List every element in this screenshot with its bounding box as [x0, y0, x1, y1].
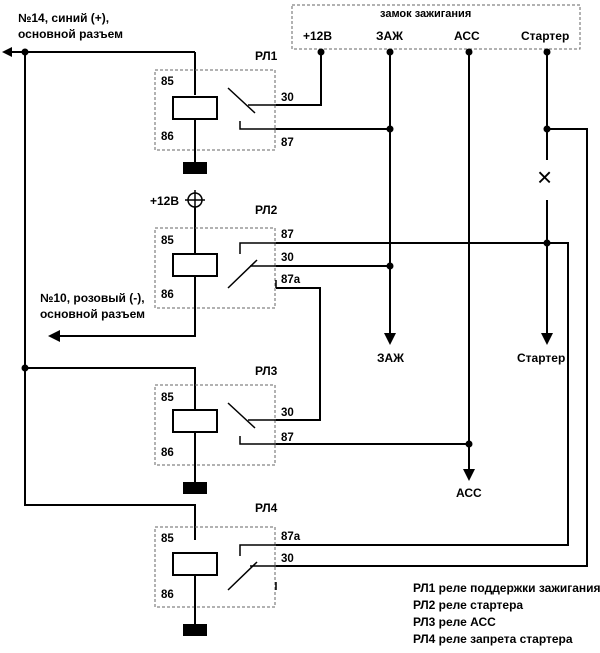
- relay-1-name: РЛ1: [255, 49, 278, 63]
- relay-2-pin-87: 87: [281, 229, 294, 241]
- relay-4-pin-86: 86: [161, 589, 174, 601]
- relay-3-contact-87: [239, 436, 276, 445]
- switch-terminal-12v: +12В: [303, 29, 332, 43]
- relay-2-pin-30: 30: [281, 252, 294, 264]
- legend-item: РЛ3 реле АСС: [413, 615, 496, 629]
- relay-1-pin-30: 30: [281, 92, 294, 104]
- output-zazh: ЗАЖ: [377, 351, 404, 365]
- relay-3-box: [154, 384, 276, 466]
- arrow-down-icon: [384, 333, 396, 345]
- legend-item: РЛ1 реле поддержки зажигания: [413, 581, 600, 595]
- relay-1-switch: [227, 87, 256, 114]
- relay-4-name: РЛ4: [255, 501, 278, 515]
- relay-3-pin-30: 30: [281, 407, 294, 419]
- relay-3-switch: [227, 402, 256, 429]
- arrow-down-icon: [541, 333, 553, 345]
- relay-1-box: [154, 69, 276, 151]
- switch-terminal-acc: АСС: [454, 29, 480, 43]
- junction-dot: [386, 48, 394, 56]
- relay-2-pin-86: 86: [161, 289, 174, 301]
- junction-dot: [465, 48, 473, 56]
- connector-14-line1: №14, синий (+),: [18, 11, 109, 25]
- junction-dot: [465, 440, 473, 448]
- relay-2-box: [154, 227, 276, 309]
- ignition-switch-box: [291, 4, 581, 50]
- ground-icon: [183, 482, 207, 494]
- connector-14-line2: основной разъем: [18, 27, 123, 41]
- relay-3-name: РЛ3: [255, 364, 278, 378]
- relay-4-box: [154, 526, 276, 608]
- relay-2-coil: [172, 253, 218, 277]
- arrow-down-icon: [463, 469, 475, 481]
- relay-3-pin-85: 85: [161, 392, 174, 404]
- relay-1-contact-87: [239, 121, 276, 130]
- ground-icon: [183, 624, 207, 636]
- junction-dot: [21, 48, 29, 56]
- output-acc: АСС: [456, 486, 482, 500]
- junction-dot: [386, 262, 394, 270]
- relay-1-pin-85: 85: [161, 76, 174, 88]
- relay-3-pin-86: 86: [161, 447, 174, 459]
- power-terminal-cross: [185, 190, 205, 210]
- relay-2-coil-lead: [60, 276, 196, 337]
- relay-2-contact-87: [239, 242, 276, 254]
- relay-2-name: РЛ2: [255, 203, 278, 217]
- relay-1-coil: [172, 96, 218, 120]
- rl2-87a-wire: [276, 287, 321, 421]
- arrow-left-icon: [48, 330, 60, 342]
- relay-4-pin-87a: 87a: [281, 531, 301, 543]
- junction-dot: [543, 239, 551, 247]
- power-label: +12В: [150, 194, 179, 208]
- relay-4-coil: [172, 552, 218, 576]
- positive-bus-wire: [4, 51, 196, 540]
- junction-dot: [21, 364, 29, 372]
- ground-icon: [183, 162, 207, 174]
- relay-4-pin-85: 85: [161, 533, 174, 545]
- ignition-switch-title: замок зажигания: [380, 8, 471, 20]
- connector-10-line1: №10, розовый (-),: [40, 291, 145, 305]
- relay-1-pin-87: 87: [281, 137, 294, 149]
- relay-3-pin-87: 87: [281, 432, 294, 444]
- relay-4-contact-87a: [239, 544, 276, 556]
- junction-dot: [543, 48, 551, 56]
- switch-terminal-zazh: ЗАЖ: [376, 29, 403, 43]
- output-starter: Стартер: [517, 351, 565, 365]
- relay-2-pin-87a: 87a: [281, 274, 301, 286]
- switch-terminal-starter: Стартер: [521, 29, 569, 43]
- plus12-wire: [276, 49, 322, 106]
- legend-item: РЛ2 реле стартера: [413, 598, 523, 612]
- junction-dot: [317, 48, 325, 56]
- relay-3-coil: [172, 409, 218, 433]
- arrow-left-icon: [2, 47, 12, 57]
- relay-2-switch: [227, 259, 258, 289]
- legend-item: РЛ4 реле запрета стартера: [413, 632, 573, 646]
- starter-to-rl4-wire: [276, 128, 588, 567]
- relay-4-pin-30: 30: [281, 553, 294, 565]
- rl2-87-wire: [276, 242, 569, 546]
- connector-10-line2: основной разъем: [40, 307, 145, 321]
- break-mark-icon: ×: [537, 162, 552, 192]
- relay-2-pin-85: 85: [161, 235, 174, 247]
- rl3-85-wire: [25, 367, 196, 410]
- relay-1-pin-86: 86: [161, 131, 174, 143]
